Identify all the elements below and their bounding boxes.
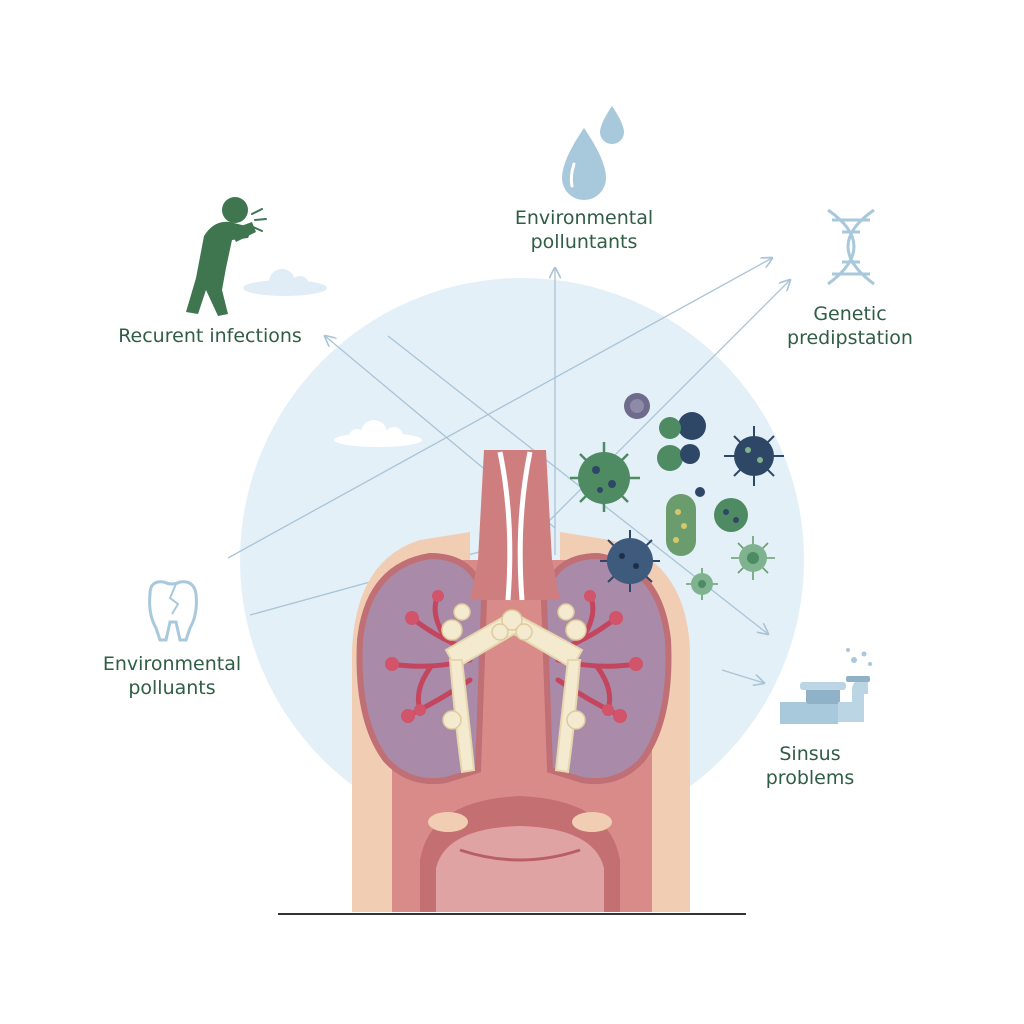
virus-icon [657, 412, 706, 471]
cloud-icon [243, 269, 327, 296]
arrow [721, 669, 764, 683]
left-upper-label: Recurent infections [100, 324, 320, 348]
left-lower-label: Environmental polluants [72, 652, 272, 700]
top-center-label: Environmental polluntants [484, 206, 684, 254]
coughing-person-icon [186, 197, 267, 316]
arrow [529, 280, 790, 541]
virus-icon [731, 536, 775, 580]
right-lower-label-line-1: Sinsus [779, 743, 841, 765]
left-lower-label-line-2: polluants [128, 677, 216, 699]
virus-icon [724, 426, 784, 486]
right-upper-label: Genetic predipstation [760, 302, 940, 350]
virus-icon [695, 487, 705, 497]
dna-helix-icon [827, 208, 875, 286]
faucet-pipe-icon [780, 648, 872, 724]
right-lower-label: Sinsus problems [740, 742, 880, 790]
broken-tooth-icon [148, 580, 198, 642]
left-lower-label-line-1: Environmental [102, 653, 242, 675]
left-upper-label-line-1: Recurent infections [118, 325, 302, 347]
right-upper-label-line-2: predipstation [787, 327, 913, 349]
cloud-icon [334, 420, 422, 447]
trachea [470, 450, 560, 600]
top-center-label-line-1: Environmental [514, 207, 654, 229]
virus-icon [686, 568, 718, 600]
bacteria-icon [666, 494, 696, 556]
airway-anatomy [352, 450, 690, 912]
virus-icon [714, 498, 748, 532]
virus-icon [600, 530, 660, 592]
right-upper-label-line-1: Genetic [813, 303, 887, 325]
virus-icon [624, 393, 650, 419]
arrow [227, 258, 772, 559]
water-drops-icon [562, 106, 624, 200]
top-center-label-line-2: polluntants [530, 231, 638, 253]
right-lower-label-line-2: problems [765, 767, 855, 789]
virus-icon [570, 442, 640, 512]
